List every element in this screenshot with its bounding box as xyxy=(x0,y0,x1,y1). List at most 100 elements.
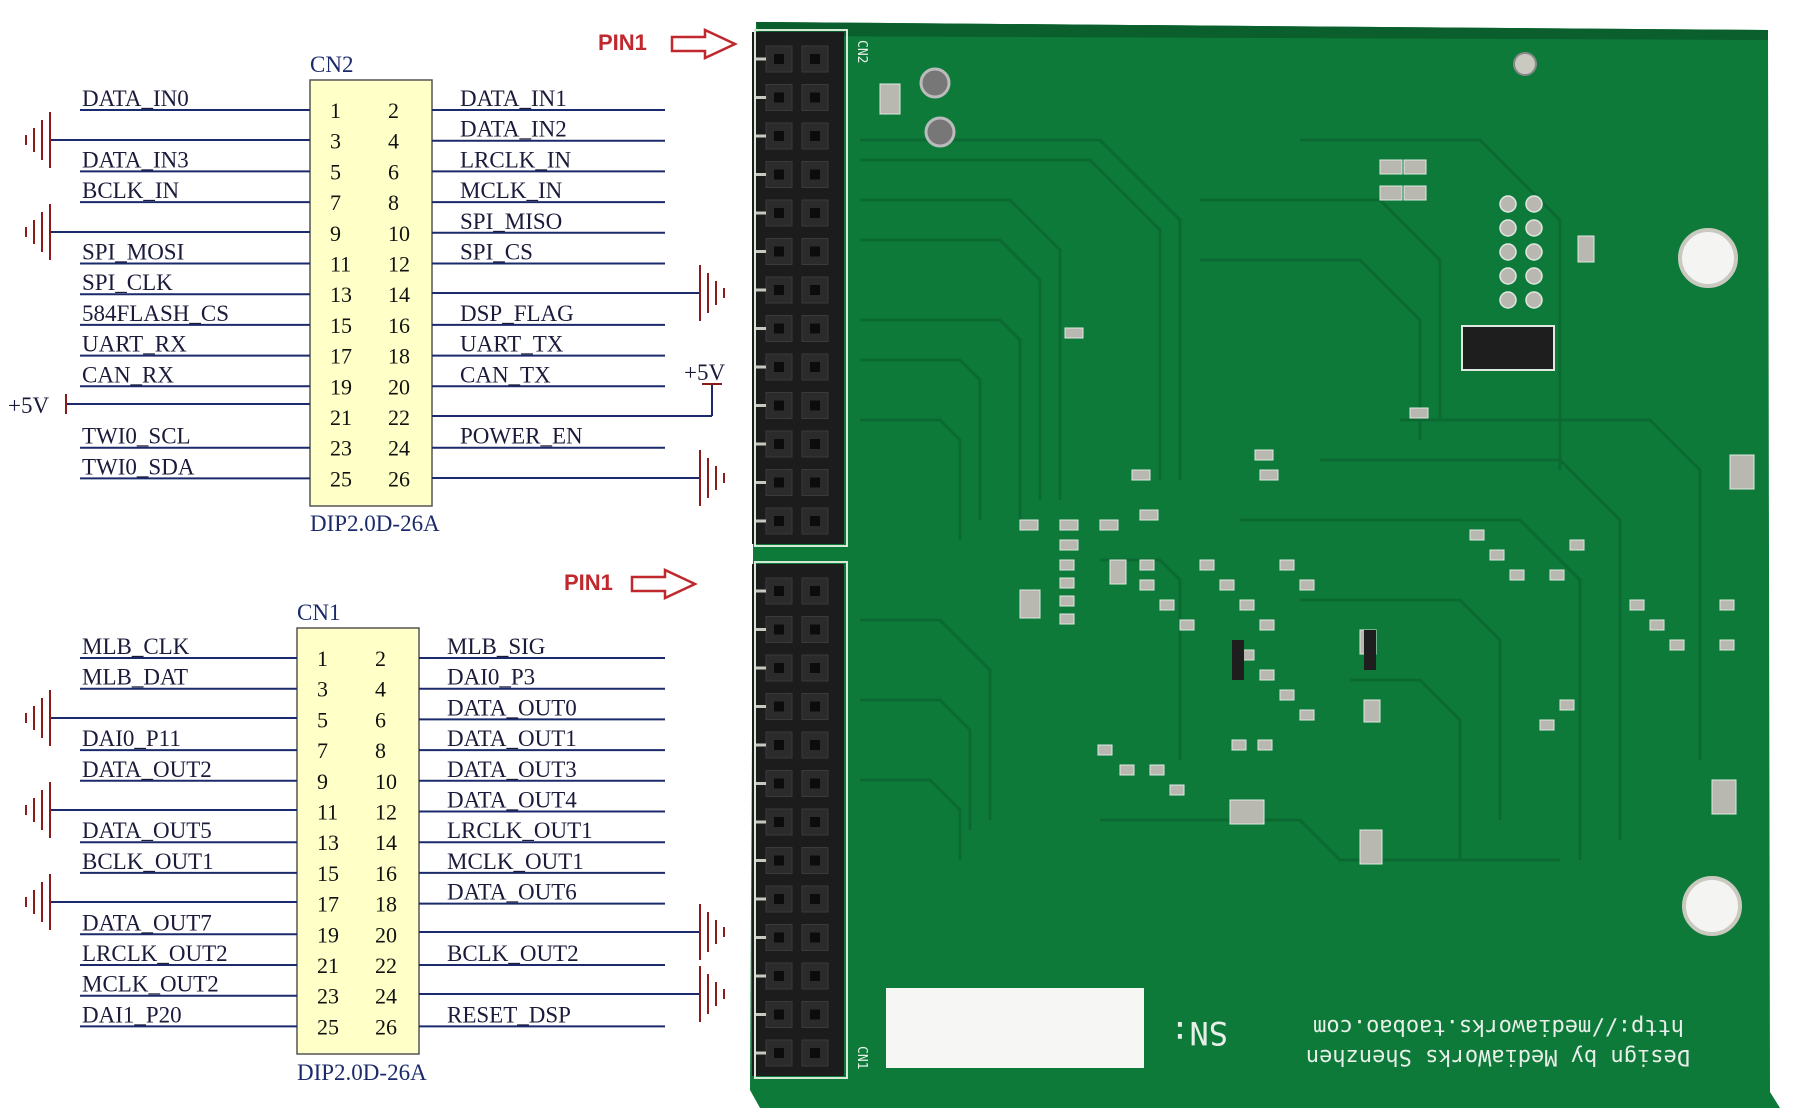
smd-component xyxy=(1363,699,1381,723)
net-label-left: DATA_OUT7 xyxy=(82,910,212,935)
serial-sticker xyxy=(886,988,1144,1068)
pin-socket xyxy=(774,663,784,673)
header-pin xyxy=(801,469,829,496)
pin-socket xyxy=(774,208,784,218)
pin-number: 15 xyxy=(317,861,339,886)
header-pin xyxy=(801,199,829,227)
smd-component xyxy=(1169,784,1185,796)
ground-symbol xyxy=(25,874,297,930)
pin-number: 23 xyxy=(330,436,352,461)
trace xyxy=(860,198,1062,500)
net-label-left: BCLK_OUT1 xyxy=(82,849,214,874)
pin-number: 26 xyxy=(375,1014,397,1039)
pin-socket xyxy=(810,932,820,943)
net-label-right: LRCLK_IN xyxy=(460,147,572,172)
smd-component xyxy=(1719,599,1735,611)
test-pad xyxy=(1525,291,1543,309)
net-label-left: CAN_RX xyxy=(82,362,174,387)
net-label-right: RESET_DSP xyxy=(447,1002,571,1027)
pcb-board: CN2 CN1 SN: http://mediaworks.taobao.com… xyxy=(750,22,1780,1108)
header-pin xyxy=(801,392,829,419)
net-label-right: BCLK_OUT2 xyxy=(447,941,579,966)
pin-socket xyxy=(774,285,784,295)
net-label-right: MCLK_OUT1 xyxy=(447,849,584,874)
net-label-left: MCLK_OUT2 xyxy=(82,972,219,997)
cn1-footprint: DIP2.0D-26A xyxy=(297,1060,427,1085)
smd-component xyxy=(1403,159,1427,175)
pin-socket xyxy=(774,971,784,981)
pin-number: 26 xyxy=(388,466,410,491)
pcb-substrate xyxy=(750,22,1780,1108)
pin-socket xyxy=(774,1048,784,1058)
regulator-ic xyxy=(1461,325,1555,371)
test-pad xyxy=(1499,243,1517,261)
cn1-body xyxy=(296,627,420,1055)
pin-socket xyxy=(774,1009,784,1020)
pin-socket xyxy=(810,586,820,596)
net-label-left: BCLK_IN xyxy=(82,178,180,203)
smd-component xyxy=(1119,764,1135,776)
pin-socket xyxy=(774,701,784,712)
trace xyxy=(1200,258,1422,440)
trace xyxy=(860,238,1042,500)
net-label-right: CAN_TX xyxy=(460,362,551,387)
pin-number: 17 xyxy=(330,344,352,369)
smd-component xyxy=(1109,559,1127,585)
test-pad xyxy=(1525,267,1543,285)
pin-number: 25 xyxy=(317,1014,339,1039)
supply-label: +5V xyxy=(8,393,49,418)
smd-component xyxy=(879,83,901,115)
pin-number: 4 xyxy=(388,129,399,154)
pin-number: 10 xyxy=(388,221,410,246)
trace xyxy=(860,138,1182,480)
smd-component xyxy=(1059,519,1079,531)
smd-component xyxy=(1489,549,1505,561)
smd-component xyxy=(1379,159,1403,175)
smd-component xyxy=(1139,509,1159,521)
pin-socket xyxy=(774,131,784,141)
smd-component xyxy=(1569,539,1585,551)
pin-socket xyxy=(810,663,820,673)
pin-socket xyxy=(774,362,784,372)
pin-socket xyxy=(774,740,784,750)
net-label-left: DATA_IN0 xyxy=(82,86,189,111)
header-pin xyxy=(801,122,829,150)
power-5v-left: +5V xyxy=(8,393,310,418)
ground-symbol xyxy=(25,112,310,168)
pin-socket xyxy=(810,1009,820,1020)
smd-component xyxy=(1629,599,1645,611)
pin-socket xyxy=(774,624,784,635)
pin-number: 11 xyxy=(330,252,351,277)
header-pin xyxy=(801,161,829,188)
smd-component xyxy=(1059,613,1075,625)
pin-socket xyxy=(810,740,820,750)
pin-number: 19 xyxy=(330,374,352,399)
pin-number: 14 xyxy=(375,830,397,855)
pin-socket xyxy=(810,516,820,526)
header-pin xyxy=(801,808,829,836)
net-label-left: DAI0_P11 xyxy=(82,726,181,751)
net-label-right: DATA_OUT0 xyxy=(447,695,577,720)
pin-number: 7 xyxy=(330,190,341,215)
net-label-right: SPI_CS xyxy=(460,240,533,265)
smd-component xyxy=(1719,639,1735,651)
pin-socket xyxy=(810,817,820,827)
smd-component xyxy=(1139,559,1155,571)
pin-socket xyxy=(810,894,820,904)
smd-component xyxy=(1099,519,1119,531)
smd-component xyxy=(1139,579,1155,591)
net-label-left: SPI_MOSI xyxy=(82,240,184,265)
pin-socket xyxy=(810,778,820,789)
smd-resistor xyxy=(1232,640,1244,680)
smd-component xyxy=(1711,779,1737,815)
smd-component xyxy=(1669,639,1685,651)
smd-component xyxy=(1577,235,1595,263)
net-label-right: DATA_IN1 xyxy=(460,86,567,111)
